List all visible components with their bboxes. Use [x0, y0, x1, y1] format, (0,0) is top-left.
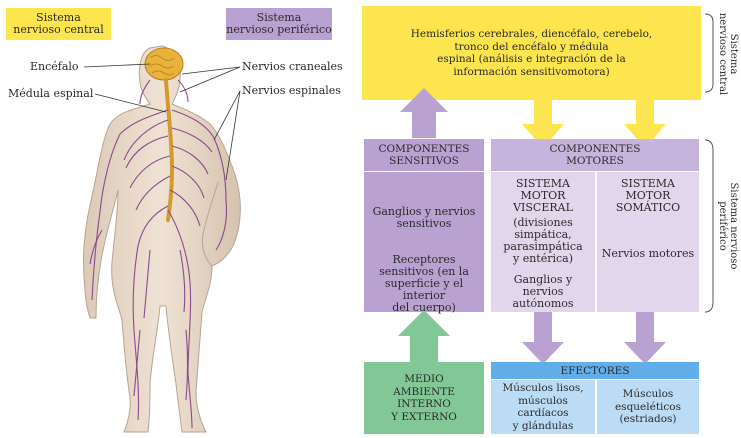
effectors-header: EFECTORES — [491, 362, 699, 379]
arrow-visceral-to-effectors — [522, 312, 564, 364]
environment-text: MEDIO AMBIENTE INTERNO Y EXTERNO — [391, 373, 457, 423]
effectors-smooth-box: Músculos lisos, músculos cardíacos y glá… — [491, 380, 595, 434]
visceral-motor-title: SISTEMA MOTOR VISCERAL — [491, 178, 595, 214]
visceral-motor-ganglia: Ganglios y nervios autónomos — [491, 274, 595, 310]
side-label-pns: Sistema nervioso periférico — [717, 166, 739, 286]
arrow-somatic-to-effectors — [624, 312, 666, 364]
effectors-smooth-text: Músculos lisos, músculos cardíacos y glá… — [491, 382, 595, 432]
bracket-cns — [705, 14, 713, 92]
environment-box: MEDIO AMBIENTE INTERNO Y EXTERNO — [364, 362, 484, 434]
motor-header-text: COMPONENTES MOTORES — [550, 143, 641, 167]
somatic-motor-title: SISTEMA MOTOR SOMÁTICO — [597, 178, 699, 214]
arrow-sensory-to-cns — [400, 88, 448, 138]
side-label-cns: Sistema nervioso central — [717, 9, 739, 99]
sensory-ganglia-text: Ganglios y nervios sensitivos — [364, 206, 484, 230]
motor-header: COMPONENTES MOTORES — [491, 139, 699, 171]
somatic-motor-nerves: Nervios motores — [597, 248, 699, 260]
sensory-receptors-text: Receptores sensitivos (en la superficie … — [364, 254, 484, 314]
effectors-skeletal-box: Músculos esqueléticos (estriados) — [597, 380, 699, 434]
side-label-pns-wrap: Sistema nervioso periférico — [718, 140, 738, 312]
sensory-header: COMPONENTES SENSITIVOS — [364, 139, 484, 171]
side-label-cns-wrap: Sistema nervioso central — [718, 14, 738, 94]
sensory-header-text: COMPONENTES SENSITIVOS — [379, 143, 470, 167]
arrow-environment-to-sensory — [398, 310, 450, 362]
bracket-pns — [705, 140, 713, 312]
effectors-header-text: EFECTORES — [560, 365, 629, 377]
effectors-skeletal-text: Músculos esqueléticos (estriados) — [615, 388, 681, 426]
visceral-motor-divisions: (divisiones simpática, parasimpática y e… — [491, 217, 595, 265]
